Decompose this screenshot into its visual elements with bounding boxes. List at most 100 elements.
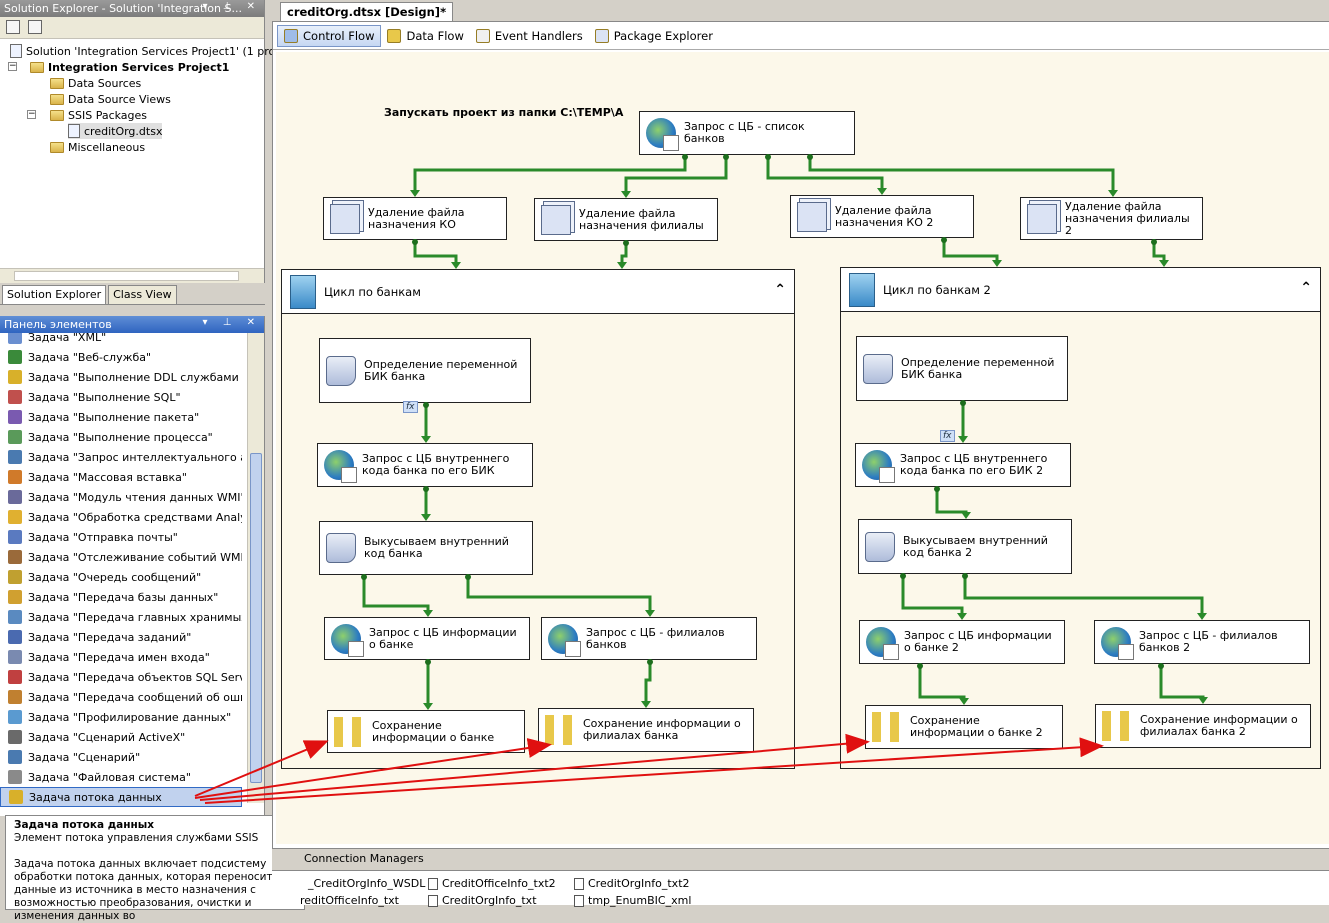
show-all-icon[interactable] (28, 20, 42, 34)
panel-buttons[interactable]: ▾ ⊥ ✕ (202, 1, 261, 12)
toolbox-item[interactable]: Задача "Выполнение SQL" (0, 387, 242, 407)
task-web-service-banks[interactable]: Запрос с ЦБ - список банков (639, 111, 855, 155)
task-web-service-bank-info-2[interactable]: Запрос с ЦБ информации о банке 2 (859, 620, 1065, 664)
toolbox-item-label: Задача "Файловая система" (28, 770, 191, 784)
tab-class-view[interactable]: Class View (108, 285, 177, 304)
toolbox-item[interactable]: Задача "Файловая система" (0, 767, 242, 787)
toolbox-item[interactable]: Задача "Сценарий" (0, 747, 242, 767)
tree-solution[interactable]: Solution 'Integration Services Project1'… (10, 43, 295, 59)
container-header[interactable]: Цикл по банкам 2 ⌃ (841, 268, 1320, 312)
toolbox-item[interactable]: Задача "Профилирование данных" (0, 707, 242, 727)
toolbox-item[interactable]: Задача "Передача главных хранимых ... (0, 607, 242, 627)
collapse-icon[interactable]: − (8, 61, 17, 71)
tab-event-handlers[interactable]: Event Handlers (470, 26, 589, 46)
folder-icon (50, 93, 64, 105)
tree-data-source-views[interactable]: Data Source Views (50, 91, 171, 107)
toolbox-item-label: Задача "Передача сообщений об ошиб... (28, 690, 242, 704)
toolbox-item[interactable]: Задача "Обработка средствами Analysi... (0, 507, 242, 527)
toolbox-item[interactable]: Задача "Модуль чтения данных WMI" (0, 487, 242, 507)
expression-fx-icon[interactable]: fx (940, 430, 955, 442)
task-data-flow-branches-2[interactable]: Сохранение информации о филиалах банка 2 (1095, 704, 1311, 748)
task-script-bik-2[interactable]: Определение переменной БИК банка (856, 336, 1068, 401)
toolbox-item[interactable]: Задача "Сценарий ActiveX" (0, 727, 242, 747)
task-web-service-branches-2[interactable]: Запрос с ЦБ - филиалов банков 2 (1094, 620, 1310, 664)
scroll-thumb[interactable] (250, 453, 262, 783)
tree-data-sources[interactable]: Data Sources (50, 75, 141, 91)
tree-project[interactable]: Integration Services Project1 (30, 59, 229, 75)
tree-miscellaneous[interactable]: Miscellaneous (50, 139, 145, 155)
toolbox-item-label: Задача "Выполнение процесса" (28, 430, 213, 444)
task-data-flow-bank-info-2[interactable]: Сохранение информации о банке 2 (865, 705, 1063, 749)
toolbox-item[interactable]: Задача "Массовая вставка" (0, 467, 242, 487)
tab-package-explorer[interactable]: Package Explorer (589, 26, 719, 46)
task-label: Запрос с ЦБ - филиалов банков 2 (1139, 629, 1278, 654)
task-delete-file-ko[interactable]: Удаление файла назначения КО (323, 197, 507, 240)
toolbox-item[interactable]: Задача "Выполнение процесса" (0, 427, 242, 447)
task-label: Определение переменной БИК банка (364, 357, 518, 383)
toolbox-item-label: Задача "Передача главных хранимых ... (28, 610, 242, 624)
file-system-icon (797, 201, 827, 232)
toolbox-item[interactable]: Задача "Передача базы данных" (0, 587, 242, 607)
tree-ssis-packages[interactable]: SSIS Packages (50, 107, 147, 123)
connection-managers-tab[interactable]: Connection Managers (272, 849, 1329, 871)
container-header[interactable]: Цикл по банкам⌃ (282, 270, 794, 314)
connection-item[interactable]: CreditOrgInfo_txt2 (574, 877, 690, 890)
toolbox-item[interactable]: Задача "Передача сообщений об ошиб... (0, 687, 242, 707)
task-data-flow-bank-info[interactable]: Сохранение информации о банке (327, 710, 525, 753)
task-web-service-internal-code[interactable]: Запрос с ЦБ внутреннего кода банка по ег… (317, 443, 533, 487)
toolbox-item[interactable]: Задача "Передача объектов SQL Server" (0, 667, 242, 687)
loop-icon (290, 274, 316, 309)
toolbox-item[interactable]: Задача "Очередь сообщений" (0, 567, 242, 587)
toolbox-item[interactable]: Задача потока данных (0, 787, 242, 807)
toolbox-item[interactable]: Задача "Веб-служба" (0, 347, 242, 367)
panel-buttons[interactable]: ▾ ⊥ ✕ (202, 317, 261, 328)
web-service-icon (331, 623, 364, 657)
document-tab[interactable]: creditOrg.dtsx [Design]* (280, 2, 454, 21)
toolbox-item-label: Задача "Выполнение SQL" (28, 390, 181, 404)
task-web-service-bank-info[interactable]: Запрос с ЦБ информации о банке (324, 617, 530, 660)
task-script-extract-code[interactable]: Выкусываем внутренний код банка (319, 521, 533, 575)
tab-data-flow[interactable]: Data Flow (381, 26, 469, 46)
horizontal-scrollbar[interactable] (0, 268, 264, 283)
connection-item[interactable]: CreditOrgInfo_txt (428, 894, 537, 907)
toolbox-item[interactable]: Задача "Отслеживание событий WMI" (0, 547, 242, 567)
task-delete-file-branches-2[interactable]: Удаление файла назначения филиалы 2 (1020, 197, 1203, 240)
task-web-service-branches[interactable]: Запрос с ЦБ - филиалов банков (541, 617, 757, 660)
scroll-thumb[interactable] (14, 271, 239, 281)
toolbox-item-label: Задача "Отслеживание событий WMI" (28, 550, 242, 564)
collapse-icon[interactable]: − (27, 109, 36, 119)
task-data-flow-branches[interactable]: Сохранение информации о филиалах банка (538, 708, 754, 752)
task-icon (8, 570, 22, 584)
toolbox-item[interactable]: Задача "Передача заданий" (0, 627, 242, 647)
properties-icon[interactable] (6, 20, 20, 34)
task-delete-file-branches[interactable]: Удаление файла назначения филиалы (534, 198, 718, 241)
tree-package-file[interactable]: creditOrg.dtsx (68, 123, 163, 139)
task-icon (8, 430, 22, 444)
connection-item[interactable]: tmp_EnumBIC_xml (574, 894, 691, 907)
web-service-icon (324, 450, 357, 483)
annotation[interactable]: Запускать проект из папки C:\TEMP\A (384, 106, 624, 119)
data-flow-icon (872, 712, 902, 742)
connection-item[interactable]: _CreditOrgInfo_WSDL (308, 877, 425, 890)
connection-item[interactable]: CreditOfficeInfo_txt2 (428, 877, 556, 890)
collapse-chevron-icon[interactable]: ⌃ (1300, 280, 1312, 296)
toolbox-item[interactable]: Задача "Передача имен входа" (0, 647, 242, 667)
task-web-service-internal-code-2[interactable]: Запрос с ЦБ внутреннего кода банка по ег… (855, 443, 1071, 487)
toolbox-item[interactable]: Задача "XML" (0, 327, 242, 347)
toolbox-item[interactable]: Задача "Отправка почты" (0, 527, 242, 547)
toolbox-list: Задача "XML"Задача "Веб-служба"Задача "В… (0, 327, 264, 807)
toolbox-item[interactable]: Задача "Выполнение DDL службами An... (0, 367, 242, 387)
expression-fx-icon[interactable]: fx (403, 401, 418, 413)
connection-item[interactable]: reditOfficeInfo_txt (300, 894, 399, 907)
tab-control-flow[interactable]: Control Flow (277, 24, 382, 47)
tree-label: Integration Services Project1 (48, 60, 230, 74)
tab-solution-explorer[interactable]: Solution Explorer (2, 285, 107, 304)
task-script-bik[interactable]: Определение переменной БИК банка (319, 338, 531, 403)
vertical-scrollbar[interactable] (247, 333, 264, 803)
task-script-extract-code-2[interactable]: Выкусываем внутренний код банка 2 (858, 519, 1072, 574)
task-delete-file-ko-2[interactable]: Удаление файла назначения КО 2 (790, 195, 974, 238)
collapse-chevron-icon[interactable]: ⌃ (774, 282, 786, 298)
toolbox-item[interactable]: Задача "Запрос интеллектуального ан... (0, 447, 242, 467)
container-title: Цикл по банкам 2 (883, 282, 991, 297)
toolbox-item[interactable]: Задача "Выполнение пакета" (0, 407, 242, 427)
